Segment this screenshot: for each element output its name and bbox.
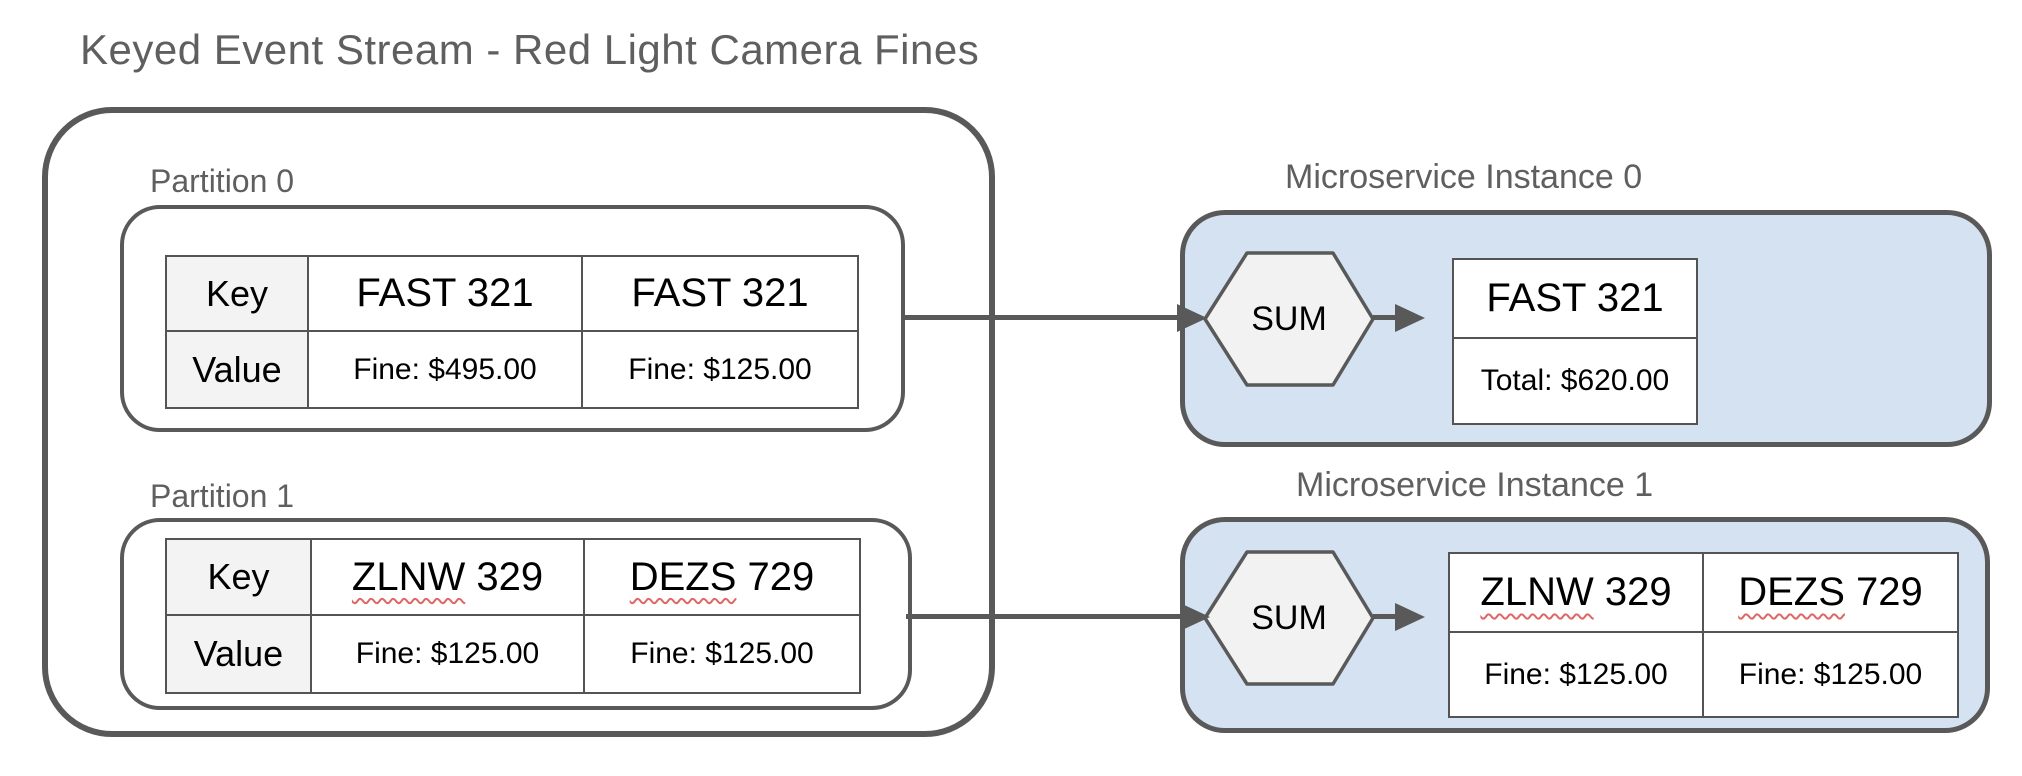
partition-1-table: Key ZLNW 329 DEZS 729 Value Fine: $125.0… [165, 538, 861, 694]
key-number: 729 [1844, 570, 1923, 614]
partition-0-label: Partition 0 [150, 163, 295, 199]
event-stream-container [42, 107, 995, 737]
connector-line [1373, 315, 1398, 320]
connector-sum0-to-result-table [1373, 304, 1425, 332]
arrowhead-icon [1395, 603, 1425, 631]
partition-1-event-1-key-cell: ZLNW 329 [312, 540, 585, 616]
misspelled-word: ZLNW [351, 554, 466, 599]
instance-1-result-2-value-cell: Fine: $125.00 [1704, 633, 1957, 716]
key-number: 329 [465, 554, 544, 599]
instance-1-result-table: ZLNW 329 DEZS 729 Fine: $125.00 Fine: $1… [1448, 552, 1959, 718]
partition-0-table: Key FAST 321 FAST 321 Value Fine: $495.0… [165, 255, 859, 409]
partition-0-event-2-value-cell: Fine: $125.00 [583, 332, 857, 407]
microservice-instance-1-label: Microservice Instance 1 [1296, 466, 1654, 504]
connector-partition0-to-instance0 [903, 304, 1207, 332]
partition-1-event-1-value-cell: Fine: $125.00 [312, 616, 585, 692]
instance-1-result-1-value-cell: Fine: $125.00 [1450, 633, 1704, 716]
partition-0-event-2-key-cell: FAST 321 [583, 257, 857, 332]
instance-1-result-2-key-cell: DEZS 729 [1704, 554, 1957, 633]
partition-1-event-2-key-cell: DEZS 729 [585, 540, 859, 616]
partition-0-key-header-cell: Key [167, 257, 309, 332]
key-number: 329 [1593, 570, 1672, 614]
connector-line [906, 614, 1183, 619]
misspelled-word: DEZS [1738, 570, 1845, 614]
instance-0-result-total-cell: Total: $620.00 [1454, 339, 1696, 423]
partition-1-label: Partition 1 [150, 478, 295, 514]
connector-line [903, 315, 1180, 320]
connector-partition1-to-instance1 [906, 603, 1210, 631]
partition-1-key-header-cell: Key [167, 540, 312, 616]
key-number: 729 [736, 554, 815, 599]
arrowhead-icon [1177, 304, 1207, 332]
connector-line [1373, 614, 1398, 619]
connector-sum1-to-result-table [1373, 603, 1425, 631]
arrowhead-icon [1395, 304, 1425, 332]
partition-1-event-2-value-cell: Fine: $125.00 [585, 616, 859, 692]
partition-0-event-1-key-cell: FAST 321 [309, 257, 583, 332]
arrowhead-icon [1180, 603, 1210, 631]
instance-0-result-key-cell: FAST 321 [1454, 260, 1696, 339]
partition-1-value-header-cell: Value [167, 616, 312, 692]
sum-operator-instance-1: SUM [1203, 549, 1375, 687]
misspelled-word: ZLNW [1480, 570, 1594, 614]
partition-0-value-header-cell: Value [167, 332, 309, 407]
instance-0-result-table: FAST 321 Total: $620.00 [1452, 258, 1698, 425]
partition-0-event-1-value-cell: Fine: $495.00 [309, 332, 583, 407]
misspelled-word: DEZS [629, 554, 737, 599]
instance-1-result-1-key-cell: ZLNW 329 [1450, 554, 1704, 633]
microservice-instance-0-label: Microservice Instance 0 [1285, 158, 1643, 196]
sum-operator-label: SUM [1251, 598, 1327, 637]
sum-operator-label: SUM [1251, 299, 1327, 338]
diagram-title: Keyed Event Stream - Red Light Camera Fi… [80, 26, 980, 73]
sum-operator-instance-0: SUM [1203, 250, 1375, 388]
